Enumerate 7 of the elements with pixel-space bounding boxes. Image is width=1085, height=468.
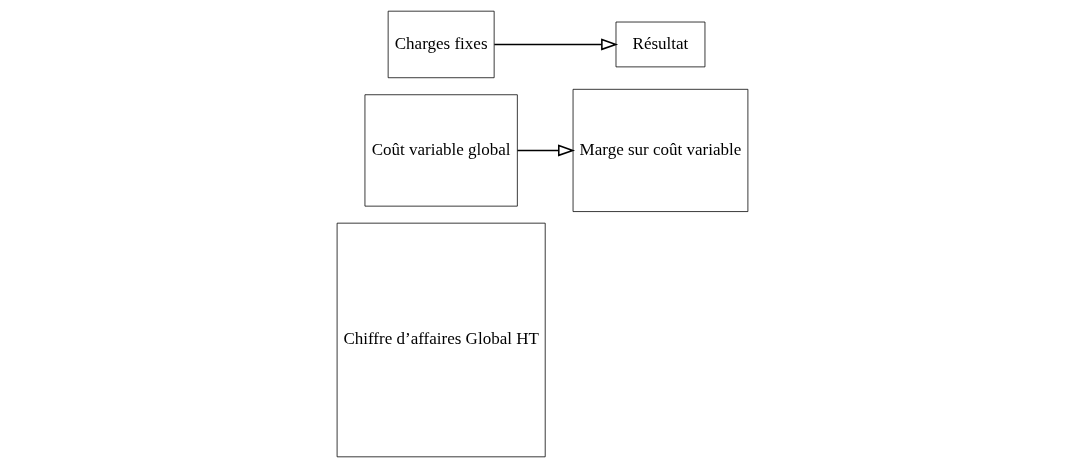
node-box: Marge sur coût variable [572, 88, 749, 212]
node-box: Coût variable global [364, 94, 518, 207]
node-box: Chiffre d’affaires Global HT [336, 222, 546, 458]
arrow [493, 38, 619, 51]
arrow [516, 144, 576, 157]
node-box: Charges fixes [387, 10, 495, 79]
node-box: Résultat [615, 21, 706, 68]
